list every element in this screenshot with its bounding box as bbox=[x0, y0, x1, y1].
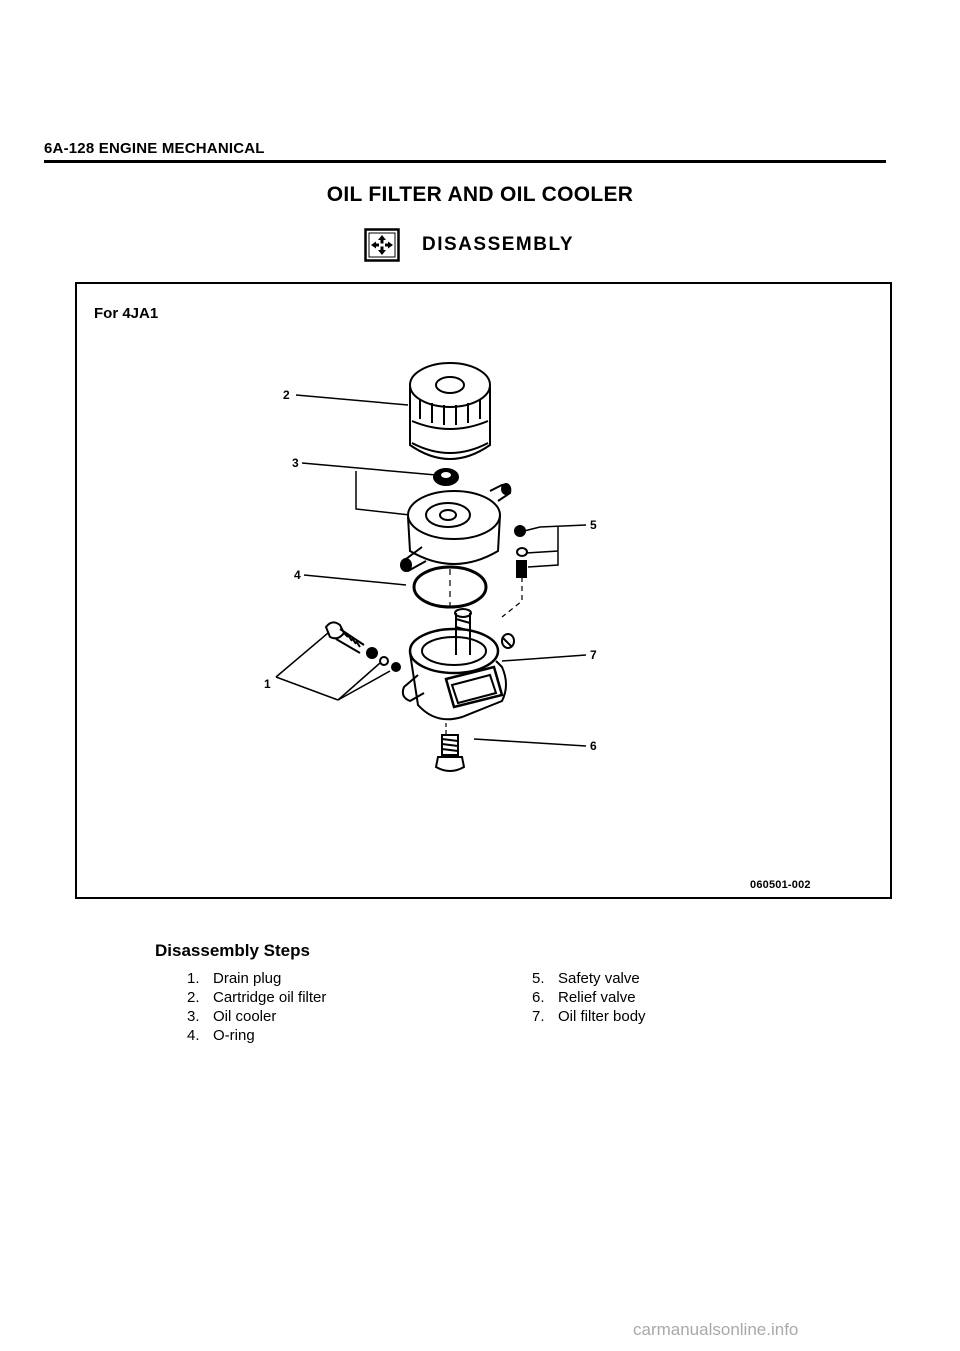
page-title: OIL FILTER AND OIL COOLER bbox=[326, 183, 634, 206]
list-item: 7.Oil filter body bbox=[532, 1008, 646, 1025]
steps-list-right: 5.Safety valve 6.Relief valve 7.Oil filt… bbox=[532, 969, 646, 1026]
header-rule bbox=[44, 160, 886, 163]
callout-7: 7 bbox=[590, 648, 597, 662]
callout-5: 5 bbox=[590, 518, 597, 532]
list-item: 1.Drain plug bbox=[187, 970, 282, 987]
watermark: carmanualsonline.info bbox=[633, 1320, 799, 1339]
leader-lines bbox=[275, 394, 587, 747]
list-item: 2.Cartridge oil filter bbox=[187, 989, 327, 1006]
section-label: DISASSEMBLY bbox=[422, 234, 574, 255]
steps-list-left: 1.Drain plug 2.Cartridge oil filter 3.Oi… bbox=[187, 969, 326, 1045]
callout-3: 3 bbox=[292, 456, 299, 470]
variant-label: For 4JA1 bbox=[94, 305, 159, 322]
figure-code: 060501-002 bbox=[750, 879, 811, 891]
list-item: 6.Relief valve bbox=[532, 989, 636, 1006]
callout-6: 6 bbox=[590, 739, 597, 753]
steps-heading: Disassembly Steps bbox=[155, 941, 310, 960]
oil-cooler-nut bbox=[433, 468, 459, 486]
oil-cooler bbox=[400, 483, 512, 573]
disassembly-arrows-icon bbox=[364, 228, 400, 262]
callout-4: 4 bbox=[294, 568, 301, 582]
callout-2: 2 bbox=[283, 388, 290, 402]
list-item: 4.O-ring bbox=[187, 1027, 255, 1044]
oil-filter-body bbox=[401, 608, 515, 721]
safety-valve-parts bbox=[501, 525, 528, 618]
drain-plug-set bbox=[324, 621, 401, 672]
callout-1: 1 bbox=[264, 677, 271, 691]
cartridge-oil-filter bbox=[409, 362, 491, 460]
section-heading: DISASSEMBLY bbox=[364, 228, 574, 262]
list-item: 5.Safety valve bbox=[532, 970, 640, 987]
exploded-diagram: 2 3 4 1 5 7 6 bbox=[264, 362, 597, 772]
figure-frame bbox=[75, 282, 892, 899]
relief-valve bbox=[434, 723, 466, 772]
page-header: 6A-128 ENGINE MECHANICAL bbox=[44, 140, 265, 157]
list-item: 3.Oil cooler bbox=[187, 1008, 277, 1025]
